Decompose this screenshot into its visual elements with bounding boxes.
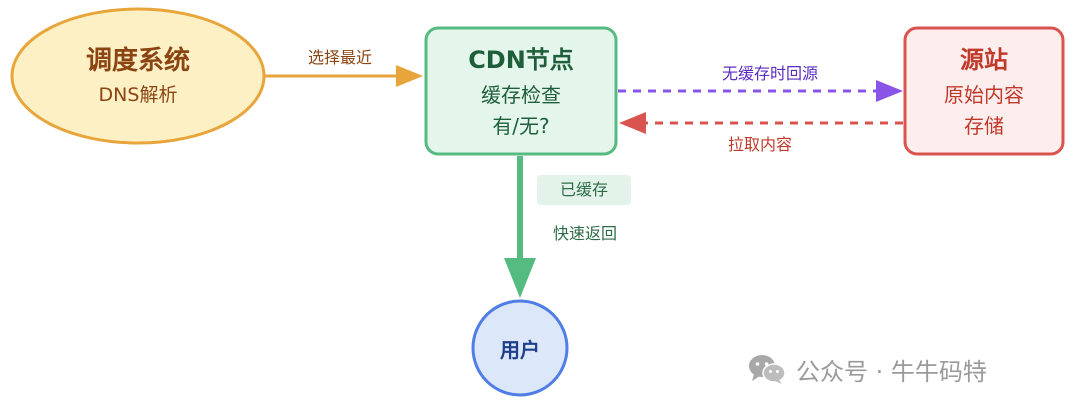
no-cache-label: 无缓存时回源 <box>721 64 818 83</box>
origin-content-label: 原始内容 <box>944 83 1024 107</box>
select-nearest-label: 选择最近 <box>307 48 372 67</box>
fast-return-label: 快速返回 <box>552 224 617 243</box>
watermark-text: 公众号 · 牛牛码特 <box>796 357 987 386</box>
cached-badge: 已缓存 <box>537 175 631 205</box>
cdn-check-label: 缓存检查 <box>481 83 561 107</box>
user-title: 用户 <box>500 338 540 362</box>
scheduler-title: 调度系统 <box>85 46 190 76</box>
no-cache-arrowhead <box>876 80 903 102</box>
origin-title: 源站 <box>960 46 1008 74</box>
pull-content-arrowhead <box>619 112 646 134</box>
fast-return-arrowhead <box>504 258 536 298</box>
cdn-status-label: 有/无? <box>492 114 550 138</box>
scheduler-node-shape <box>10 7 266 145</box>
origin-node-shape <box>903 26 1065 156</box>
origin-storage-label: 存储 <box>964 114 1004 138</box>
cdn-title: CDN节点 <box>468 46 574 74</box>
user-node-shape <box>471 299 569 397</box>
cdn-node-shape <box>424 26 618 156</box>
select-nearest-arrowhead <box>396 65 423 87</box>
scheduler-subtitle: DNS解析 <box>98 84 178 106</box>
wechat-icon <box>749 355 786 384</box>
pull-content-label: 拉取内容 <box>727 135 792 154</box>
watermark: 公众号 · 牛牛码特 <box>748 351 987 387</box>
